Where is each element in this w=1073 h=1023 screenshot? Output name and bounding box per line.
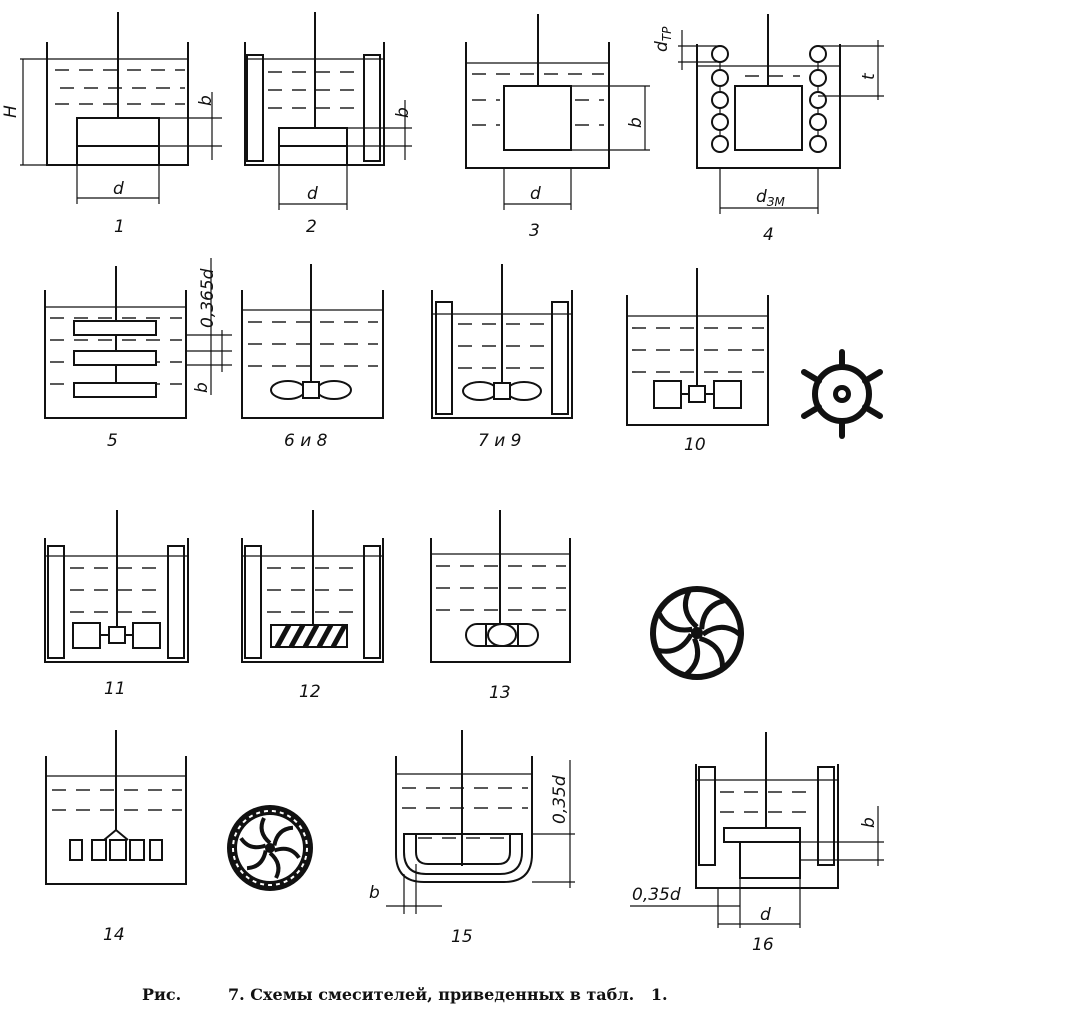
scheme-number: 12 <box>299 682 321 702</box>
propeller-blade <box>270 380 306 400</box>
ribbon-impeller <box>723 827 801 843</box>
dim-035d: 0,35d <box>632 885 681 905</box>
dim-b: b <box>859 817 879 828</box>
scheme-2: b d 2 <box>244 12 413 237</box>
dim-d: d <box>113 179 124 199</box>
coil-frame <box>734 85 803 151</box>
propeller-hub <box>493 382 511 400</box>
dim-b: b <box>393 107 413 118</box>
scheme-11: 11 <box>44 510 189 699</box>
dim-d: d <box>307 184 318 204</box>
scheme-number: 5 <box>107 431 118 451</box>
scheme-7-and-9: 7 и 9 <box>431 264 573 451</box>
propeller-hub <box>302 381 320 399</box>
rotor-blade <box>69 839 83 861</box>
scheme-number: 15 <box>451 927 473 947</box>
dim-b: b <box>626 117 646 128</box>
dim-035d: 0,35d <box>550 775 570 824</box>
scheme-number: 2 <box>306 217 317 237</box>
coil-tube-circle <box>711 45 729 63</box>
turbine-hub <box>108 626 126 644</box>
scheme-number: 3 <box>529 221 540 241</box>
paddle-impeller <box>278 127 348 147</box>
scheme-number: 1 <box>114 217 125 237</box>
multi-blade-impeller <box>73 320 157 336</box>
scheme-number: 13 <box>489 683 511 703</box>
dim-d: d <box>760 905 771 925</box>
dim-b: b <box>196 95 216 106</box>
scheme-number: 4 <box>763 225 774 245</box>
scheme-10: 10 <box>626 268 769 455</box>
scheme-1: H b d 1 <box>1 12 222 237</box>
scheme-4: dТР t dЗМ 4 <box>652 14 884 245</box>
dim-d-zm: dЗМ <box>756 187 785 209</box>
figure-caption: 7. Схемы смесителей, приведенных в табл.… <box>228 985 668 1004</box>
propeller-blade <box>462 381 498 401</box>
rotor-stator-top-view <box>227 805 313 891</box>
anchor-impeller <box>403 833 523 875</box>
scheme-number: 6 и 8 <box>284 431 328 451</box>
dim-H: H <box>1 105 21 118</box>
dim-t: t <box>859 72 879 80</box>
turbine-hub <box>688 385 706 403</box>
scheme-number: 16 <box>752 935 774 955</box>
frame-impeller <box>503 85 572 151</box>
scheme-number: 10 <box>684 435 706 455</box>
dim-b: b <box>369 883 380 903</box>
turbine-blade <box>653 380 682 409</box>
scheme-number: 7 и 9 <box>478 431 522 451</box>
figure-caption-prefix: Рис. <box>142 985 181 1004</box>
dim-0365d: 0,365d <box>198 268 218 328</box>
scheme-16: b 0,35d d 16 <box>630 732 884 955</box>
scheme-14: 14 <box>45 730 187 945</box>
paddle-impeller <box>76 117 160 147</box>
scheme-6-and-8: 6 и 8 <box>241 264 384 451</box>
scheme-3: b d 3 <box>465 14 650 241</box>
scheme-number: 11 <box>104 679 126 699</box>
scheme-15: 0,35d b 15 <box>369 730 575 947</box>
scheme-number: 14 <box>103 925 125 945</box>
scheme-5: 0,365d b 5 <box>44 258 232 451</box>
dim-d: d <box>530 184 541 204</box>
turbine-disk-top-view <box>801 349 883 439</box>
dim-d-tr: dТР <box>652 26 674 52</box>
scheme-13: 13 <box>430 510 571 703</box>
dim-b: b <box>192 382 212 393</box>
scheme-12: 12 <box>241 510 384 702</box>
turbine-blade <box>72 622 101 649</box>
curved-blade-impeller-top-view <box>650 586 744 680</box>
